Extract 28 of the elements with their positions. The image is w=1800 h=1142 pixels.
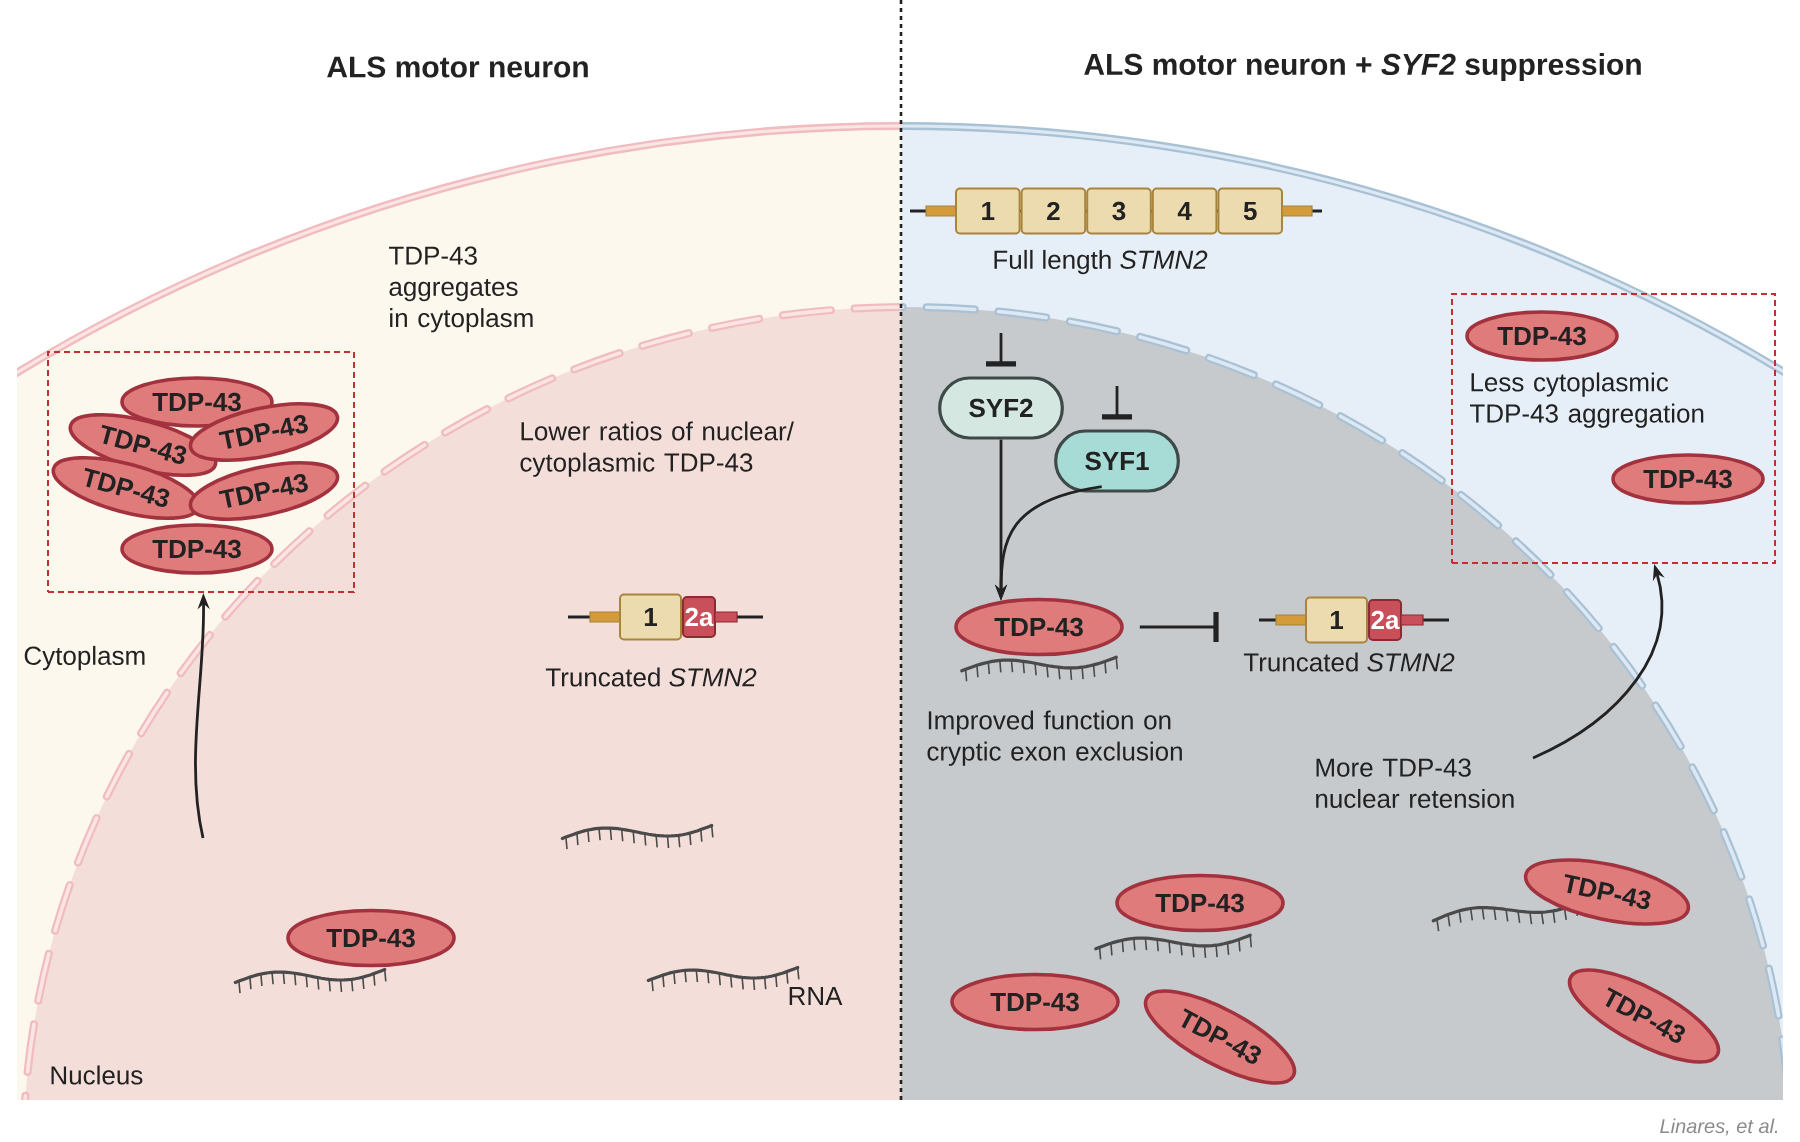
protein-pill: SYF1: [1054, 429, 1180, 493]
text-label: More TDP-43 nuclear retension: [1316, 758, 1514, 808]
node-label: 3: [1112, 201, 1126, 221]
node-label: 5: [1243, 201, 1257, 221]
arrow: [1139, 612, 1219, 642]
gene-caption: Full length STMN2: [994, 249, 1208, 275]
text-label: Lower ratios of nuclear/ cytoplasmic TDP-43: [520, 421, 794, 477]
arrow: [1102, 386, 1132, 420]
gene-caption: Truncated STMN2: [1243, 652, 1455, 672]
node-label: 2: [1047, 201, 1060, 221]
node-label: 1: [982, 202, 995, 220]
highlight-box: [47, 351, 355, 593]
gene-drawing: 1 2a: [568, 593, 763, 641]
node-label: 2a: [685, 607, 714, 627]
text-label: Improved function on cryptic exon exclusion: [927, 710, 1182, 766]
gene-drawing: 1 2 3 4 5: [910, 187, 1322, 235]
text-label: RNA: [789, 987, 843, 1005]
gene-drawing: 1 2a: [1259, 596, 1449, 644]
node-label: 2a: [1371, 610, 1400, 630]
protein-pill: SYF2: [938, 376, 1064, 440]
gene-caption: Truncated STMN2: [545, 667, 757, 687]
arrow: [986, 333, 1016, 367]
text-label: ALS motor neuron + SYF2 suppression: [1084, 53, 1641, 81]
text-label: Nucleus: [51, 1065, 143, 1085]
text-label: Cytoplasm: [24, 645, 145, 671]
text-label: TDP-43 aggregates in cytoplasm: [389, 246, 533, 333]
text-label: ALS motor neuron: [327, 56, 588, 78]
text-label: Linares, et al.: [1660, 1118, 1778, 1136]
